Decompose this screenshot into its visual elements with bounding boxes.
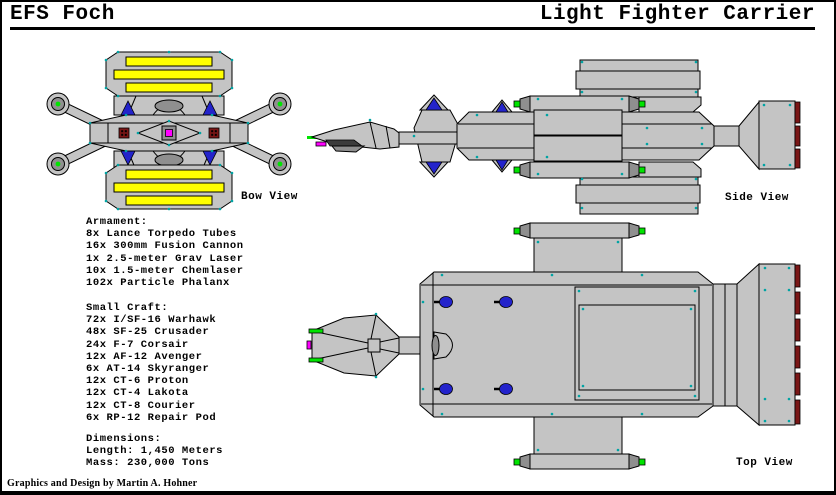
top-view-drawing xyxy=(306,222,801,470)
spec-line: 12x AF-12 Avenger xyxy=(86,350,203,363)
bow-dorsal-hangar-pod xyxy=(105,51,233,97)
top-hull-markers xyxy=(374,240,791,452)
spec-line: 12x CT-8 Courier xyxy=(86,399,196,412)
spec-line: 12x CT-6 Proton xyxy=(86,375,189,388)
top-view-label: Top View xyxy=(736,457,793,469)
spec-line: Mass: 230,000 Tons xyxy=(86,457,210,470)
top-engine-exhausts xyxy=(794,264,801,425)
spec-line: 6x RP-12 Repair Pod xyxy=(86,411,217,424)
ship-name-title: EFS Foch xyxy=(10,3,115,26)
top-flight-deck xyxy=(574,286,700,401)
credit-line: Graphics and Design by Martin A. Hohner xyxy=(7,478,198,489)
side-sensor-cones xyxy=(418,94,514,178)
side-lower-pod xyxy=(513,161,646,179)
spec-line: 12x CT-4 Lakota xyxy=(86,387,189,400)
spec-line: 6x AT-14 Skyranger xyxy=(86,363,210,376)
spec-line: 1x 2.5-meter Grav Laser xyxy=(86,252,244,265)
side-view-label: Side View xyxy=(725,192,789,204)
bow-hull-markers xyxy=(88,50,250,211)
side-engine-exhausts xyxy=(794,101,801,169)
small-craft-title: Small Craft: xyxy=(86,302,169,314)
side-view-drawing xyxy=(307,59,801,215)
side-neck xyxy=(398,131,458,145)
bow-view-label: Bow View xyxy=(241,191,298,203)
side-upper-wing xyxy=(575,59,702,113)
spec-line: 8x Lance Torpedo Tubes xyxy=(86,228,237,241)
bow-ventral-hangar-pod xyxy=(105,164,233,210)
side-hull-markers xyxy=(368,60,792,210)
title-underline xyxy=(10,27,815,30)
bow-view-drawing xyxy=(46,50,292,211)
spec-line: 102x Particle Phalanx xyxy=(86,277,230,290)
spec-line: Length: 1,450 Meters xyxy=(86,445,224,458)
bow-center-detail xyxy=(118,120,220,146)
spec-line: 72x I/SF-16 Warhawk xyxy=(86,314,217,327)
spec-line: 16x 300mm Fusion Cannon xyxy=(86,240,244,253)
dimensions-title: Dimensions: xyxy=(86,433,162,445)
top-blue-turrets xyxy=(434,296,513,395)
top-ventral-arm xyxy=(513,414,646,470)
top-main-hull xyxy=(419,271,714,418)
top-aft-section xyxy=(712,262,796,427)
top-bow-dome xyxy=(431,331,453,360)
side-tail xyxy=(713,100,796,171)
bow-outrigger-pods xyxy=(46,92,292,176)
spec-line: 24x F-7 Corsair xyxy=(86,338,189,351)
top-dorsal-arm xyxy=(513,222,646,275)
top-nose xyxy=(306,314,400,377)
side-lower-wing xyxy=(575,161,702,215)
side-nose xyxy=(307,121,400,153)
ship-class-title: Light Fighter Carrier xyxy=(539,3,815,26)
side-upper-pod xyxy=(513,95,646,113)
armament-title: Armament: xyxy=(86,216,148,228)
spec-line: 10x 1.5-meter Chemlaser xyxy=(86,264,244,277)
spec-line: 48x SF-25 Crusader xyxy=(86,326,210,339)
side-mid-blocks xyxy=(533,109,623,162)
bow-upper-section xyxy=(113,95,225,116)
